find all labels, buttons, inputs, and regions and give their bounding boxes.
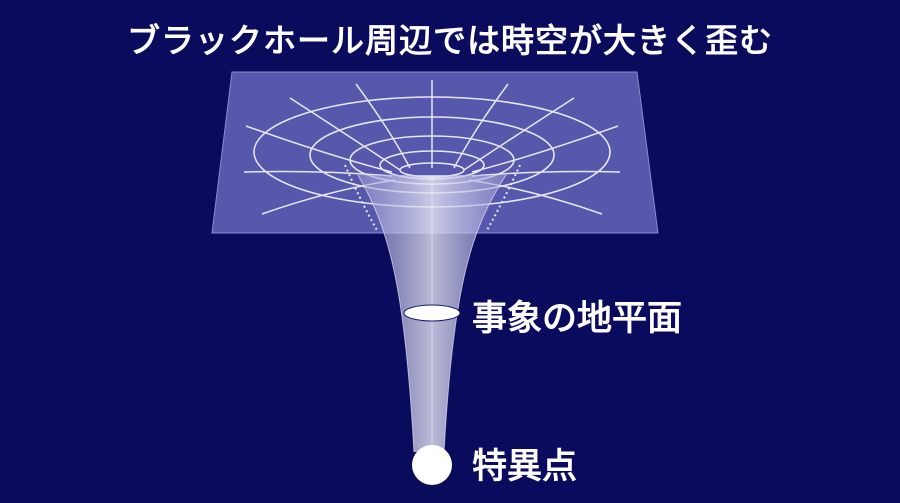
radial-line (471, 125, 619, 173)
funnel-edge-right (443, 174, 507, 453)
radial-line (289, 97, 401, 171)
radial-lines (243, 80, 621, 215)
radial-line (243, 170, 393, 177)
radial-line (453, 83, 509, 169)
radial-line (245, 125, 393, 173)
radial-line (463, 97, 575, 171)
funnel-rim (344, 164, 521, 233)
singularity-label: 特異点 (472, 447, 578, 487)
event-horizon-label: 事象の地平面 (472, 299, 683, 339)
radial-line (471, 170, 621, 177)
slide-title: ブラックホール周辺では時空が大きく歪む (127, 21, 773, 60)
event-horizon-marker (403, 304, 461, 322)
radial-line (355, 83, 411, 169)
singularity-marker (412, 445, 452, 485)
funnel-edge-left (357, 174, 415, 453)
spacetime-plane (211, 71, 659, 234)
